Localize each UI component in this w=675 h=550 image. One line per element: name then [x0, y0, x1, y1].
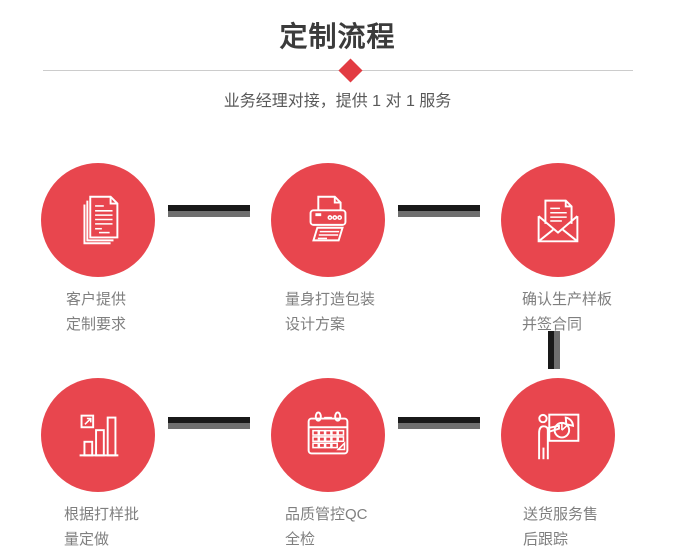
step6-caption-line1: 送货服务售	[523, 506, 599, 523]
step1-caption-line1: 客户提供	[66, 291, 127, 308]
step3-caption-line2: 并签合同	[522, 316, 583, 333]
connector-step2-step3	[398, 205, 480, 217]
step4-caption: 根据打样批 量定做	[64, 502, 139, 550]
divider-line	[43, 70, 633, 71]
calendar-icon	[307, 411, 349, 455]
step5-caption-line2: 全检	[285, 531, 316, 548]
step2-caption-line2: 设计方案	[285, 316, 346, 333]
step6-caption: 送货服务售 后跟踪	[523, 502, 598, 550]
step5-caption-line1: 品质管控QC	[285, 506, 368, 523]
printer-icon	[309, 195, 347, 242]
connector-step3-step6	[548, 331, 560, 369]
page-title: 定制流程	[279, 21, 396, 52]
step6-caption-line2: 后跟踪	[523, 531, 569, 548]
step3-caption: 确认生产样板 并签合同	[522, 287, 612, 337]
bar-chart-icon	[79, 414, 119, 457]
step1-circle	[41, 163, 155, 277]
step3-caption-line1: 确认生产样板	[522, 291, 613, 308]
step1-caption: 客户提供 定制要求	[66, 287, 126, 337]
step4-circle	[41, 378, 155, 492]
step5-circle	[271, 378, 385, 492]
diamond-icon	[338, 58, 363, 83]
step1-caption-line2: 定制要求	[66, 316, 127, 333]
step4-caption-line2: 量定做	[64, 531, 110, 548]
envelope-letter-icon	[537, 199, 579, 243]
page-subtitle: 业务经理对接，提供 1 对 1 服务	[223, 93, 452, 110]
step6-circle	[501, 378, 615, 492]
step2-caption-line1: 量身打造包装	[285, 291, 376, 308]
connector-step5-step6	[398, 417, 480, 429]
step2-caption: 量身打造包装 设计方案	[285, 287, 375, 337]
connector-step4-step5	[168, 417, 250, 429]
step2-circle	[271, 163, 385, 277]
step4-caption-line1: 根据打样批	[64, 506, 140, 523]
connector-step1-step2	[168, 205, 250, 217]
document-stack-icon	[83, 195, 119, 245]
step5-caption: 品质管控QC 全检	[285, 502, 368, 550]
step3-circle	[501, 163, 615, 277]
presenter-board-icon	[538, 413, 580, 460]
